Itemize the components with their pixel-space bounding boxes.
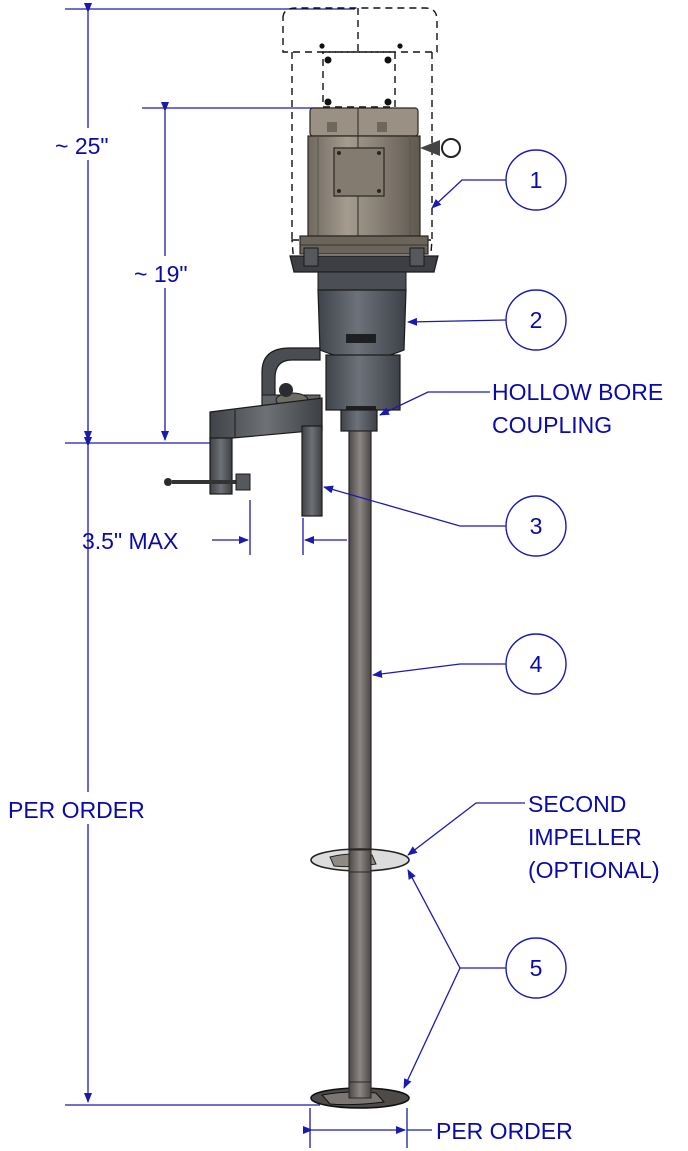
impeller-diameter-dimension: PER ORDER [303, 1118, 573, 1144]
coupling-label-line2: COUPLING [492, 412, 612, 438]
balloon-1: 1 [505, 149, 567, 211]
coupling-label-line1: HOLLOW BORE [492, 379, 663, 405]
balloon-2: 2 [505, 289, 567, 351]
second-impeller-callout: SECOND IMPELLER (OPTIONAL) [528, 791, 660, 883]
main-impeller [310, 1081, 410, 1109]
overall-height-label: ~ 25" [55, 133, 109, 159]
balloon-3-number: 3 [530, 513, 543, 539]
balloon-5-number: 5 [530, 955, 543, 981]
shaft-length-dimension: PER ORDER [4, 437, 170, 1103]
agitator-shaft [348, 430, 372, 1100]
second-impeller-line1: SECOND [528, 791, 626, 817]
motor-height-label: ~ 19" [134, 261, 188, 287]
motor-height-dimension: ~ 19" [128, 102, 206, 441]
impeller-diameter-label: PER ORDER [436, 1118, 573, 1144]
hollow-bore-coupling-callout: HOLLOW BORE COUPLING [492, 379, 663, 438]
balloon-2-number: 2 [530, 307, 543, 333]
clamp-max-dimension: 3.5" MAX [82, 528, 347, 554]
balloon-1-number: 1 [530, 167, 543, 193]
balloon-3: 3 [505, 495, 567, 557]
leader-lines [323, 179, 525, 1089]
second-impeller-line2: IMPELLER [528, 824, 642, 850]
balloon-5: 5 [505, 937, 567, 999]
motor [282, 7, 461, 273]
balloon-4: 4 [505, 633, 567, 695]
gear-reducer [317, 271, 407, 432]
second-impeller [310, 848, 410, 873]
mounting-clamp [164, 347, 323, 517]
shaft-length-label: PER ORDER [8, 797, 145, 823]
overall-height-dimension: ~ 25" [48, 3, 128, 441]
second-impeller-line3: (OPTIONAL) [528, 857, 660, 883]
clamp-max-label: 3.5" MAX [82, 528, 178, 554]
balloon-4-number: 4 [530, 651, 543, 677]
